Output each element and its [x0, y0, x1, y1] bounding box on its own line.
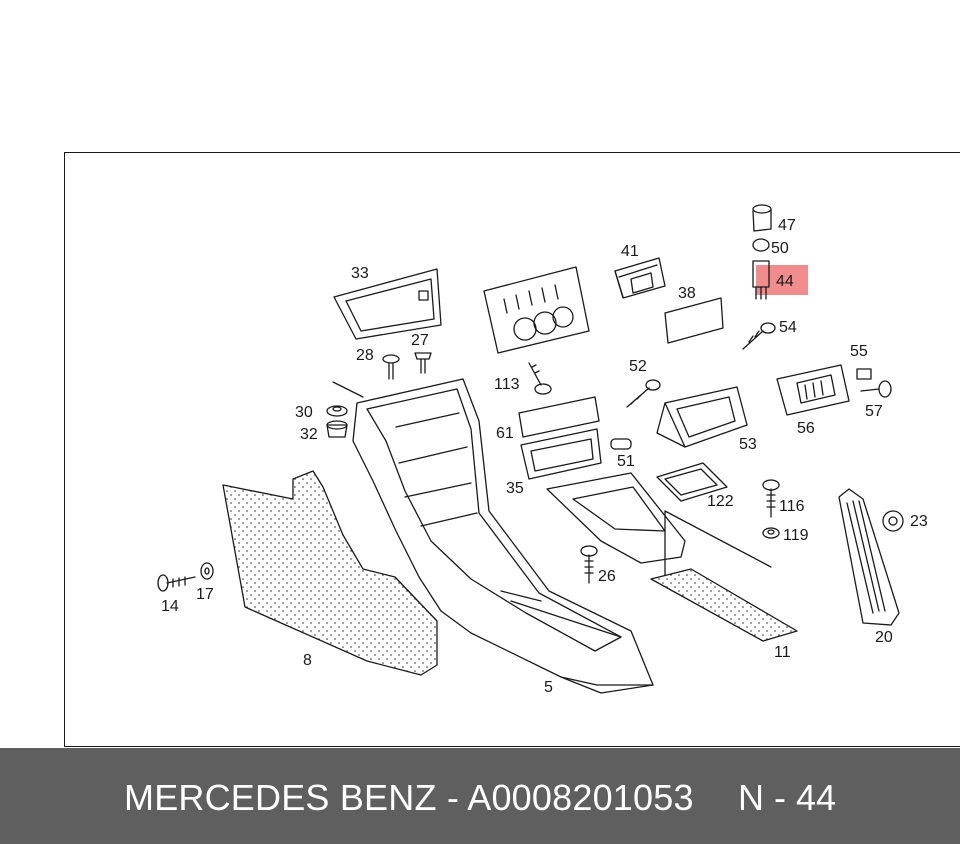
parts-diagram-frame: 33 41 38 47 50 44 54 28 27 113 52 55 57 …: [64, 152, 960, 747]
label-part-27: 27: [411, 332, 429, 349]
part-38-plate: [664, 297, 724, 344]
part-5-center-console: [352, 378, 654, 694]
part-47-bulb-holder: [752, 204, 772, 232]
label-part-116: 116: [779, 498, 805, 515]
label-part-38: 38: [678, 285, 696, 302]
part-44-switch: [752, 260, 770, 300]
label-part-28: 28: [356, 347, 374, 364]
part-8-side-panel: [222, 470, 438, 676]
lower-console-tray: [546, 472, 686, 564]
part-20-sill-strip: [838, 488, 900, 626]
label-part-119: 119: [783, 527, 809, 544]
label-part-122: 122: [707, 493, 734, 510]
label-part-55: 55: [850, 343, 868, 360]
label-part-35: 35: [506, 480, 524, 497]
part-119-washer: [762, 527, 780, 539]
part-11-floor-mat: [650, 510, 798, 642]
part-23-grommet: [882, 510, 904, 532]
label-part-5: 5: [544, 679, 553, 696]
part-113-screw: [528, 362, 552, 395]
leader-line-30: [332, 381, 364, 398]
brand-part-number: MERCEDES BENZ - A0008201053: [124, 777, 694, 818]
part-number-footer: MERCEDES BENZ - A0008201053 N - 44: [0, 748, 960, 844]
label-part-47: 47: [778, 217, 796, 234]
label-part-51: 51: [617, 453, 635, 470]
part-17-washer: [200, 562, 214, 580]
part-52-screw: [626, 379, 661, 408]
label-part-57: 57: [865, 403, 883, 420]
part-27-clip: [414, 352, 432, 374]
label-part-32: 32: [300, 426, 318, 443]
label-part-11: 11: [774, 644, 791, 661]
switch-panel: [483, 266, 590, 354]
part-50-cap: [752, 238, 770, 252]
part-44-highlight: [756, 265, 808, 295]
part-53-storage-tray: [656, 386, 748, 448]
part-32-nut: [326, 420, 348, 438]
exploded-parts-diagram: 33 41 38 47 50 44 54 28 27 113 52 55 57 …: [157, 204, 928, 696]
label-part-50: 50: [771, 240, 789, 257]
label-part-113: 113: [494, 376, 520, 393]
label-part-56: 56: [797, 420, 815, 437]
label-part-17: 17: [196, 586, 214, 603]
part-116-screw: [762, 479, 780, 518]
part-51-bulb: [610, 438, 632, 450]
part-14-screw: [157, 574, 196, 592]
part-61-cover: [518, 396, 600, 438]
label-part-61: 61: [496, 425, 514, 442]
part-41-switch-block: [614, 257, 666, 299]
part-57-screw: [860, 380, 892, 398]
part-35-ashtray: [520, 428, 602, 480]
part-26-screw: [580, 545, 598, 584]
part-33-trim-panel: [333, 268, 442, 340]
label-part-30: 30: [295, 404, 313, 421]
part-122-rubber-mat: [656, 462, 728, 502]
part-54-screw: [742, 322, 776, 350]
part-28-clip: [382, 354, 400, 380]
label-part-26: 26: [598, 568, 616, 585]
part-30-nut: [326, 405, 348, 417]
label-part-52: 52: [629, 358, 647, 375]
label-part-41: 41: [621, 243, 639, 260]
label-part-14: 14: [161, 598, 179, 615]
label-part-33: 33: [351, 265, 369, 282]
label-part-23: 23: [910, 513, 928, 530]
label-part-44: 44: [776, 273, 794, 290]
label-part-20: 20: [875, 629, 893, 646]
part-55-clip: [856, 368, 872, 380]
label-part-54: 54: [779, 319, 797, 336]
diagram-position-label: N - 44: [738, 777, 837, 818]
label-part-53: 53: [739, 436, 757, 453]
label-part-8: 8: [303, 652, 312, 669]
part-56-vent: [776, 364, 850, 416]
